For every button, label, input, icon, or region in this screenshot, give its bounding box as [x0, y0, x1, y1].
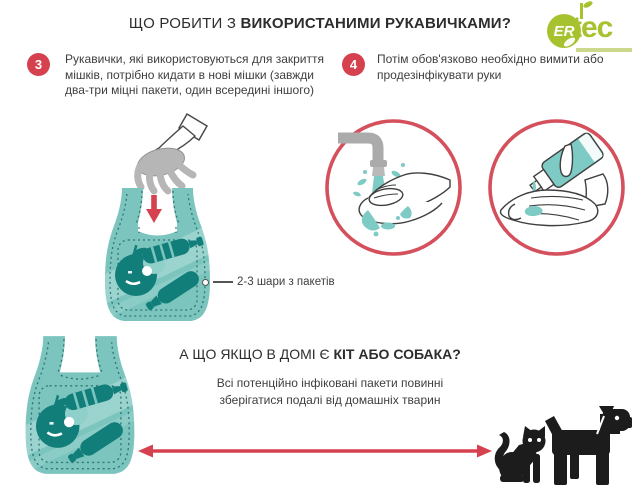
step-4-line-1: Потім обов'язково необхідно вимити або	[377, 52, 604, 66]
section2-title-bold: КІТ АБО СОБАКА?	[333, 346, 461, 362]
step-3-number: 3	[34, 57, 43, 72]
bag-layers-label: 2-3 шари з пакетів	[237, 276, 335, 288]
step-3-badge: 3	[27, 53, 50, 76]
step-3-line-2: мішків, потрібно кидати в нові мішки (за…	[65, 67, 315, 82]
step-3-line-3: два-три міцні пакети, один всередині інш…	[65, 83, 315, 97]
step-4-number: 4	[349, 57, 358, 72]
bottle-icon-bottom	[67, 422, 123, 463]
logo: tec ER	[547, 0, 637, 58]
callout-dot	[202, 278, 209, 286]
section2-body: Всі потенційно інфіковані пакети повинні…	[150, 375, 510, 409]
step-4-line-2: продезінфікувати руки	[377, 67, 502, 82]
section2-title: А ЩО ЯКЩО В ДОМІ Є КІТ АБО СОБАКА?	[0, 346, 640, 362]
sanitizer-icon	[488, 119, 625, 256]
garbage-bag-illustration	[105, 188, 210, 321]
logo-circle-text: ER	[553, 22, 575, 40]
bottle-icon-top	[142, 236, 204, 264]
step-3-text: Рукавички, які використовуються для закр…	[65, 52, 355, 99]
page-title-regular: ЩО РОБИТИ З	[128, 15, 241, 32]
callout-line	[213, 281, 233, 283]
page-title-bold: ВИКОРИСТАНИМИ РУКАВИЧКАМИ?	[240, 15, 512, 32]
section2-line-2: зберігатися подалі від домашніх тварин	[219, 393, 441, 407]
garbage-bag-illustration-2	[25, 336, 135, 474]
cat-icon	[494, 426, 546, 483]
bottle-icon-top	[64, 382, 128, 411]
glove-drop-illustration	[134, 112, 209, 195]
dog-icon	[545, 406, 632, 485]
section2-title-regular: А ЩО ЯКЩО В ДОМІ Є	[179, 346, 334, 362]
step-4-text: Потім обов'язково необхідно вимити або п…	[377, 52, 632, 83]
bag-layers-callout: 2-3 шари з пакетів	[202, 276, 335, 288]
double-arrow-icon	[138, 444, 492, 458]
bottle-icon-bottom	[145, 271, 199, 311]
logo-tagline	[576, 48, 632, 52]
logo-stem	[580, 3, 583, 19]
section2-line-1: Всі потенційно інфіковані пакети повинні	[216, 376, 444, 390]
logo-leaf-icon	[582, 0, 594, 10]
step-4-badge: 4	[342, 53, 365, 76]
page-title: ЩО РОБИТИ З ВИКОРИСТАНИМИ РУКАВИЧКАМИ?	[0, 15, 640, 32]
handwash-icon	[325, 119, 462, 256]
step-3-line-1: Рукавички, які використовуються для закр…	[65, 52, 324, 66]
down-arrow-icon	[146, 195, 162, 223]
